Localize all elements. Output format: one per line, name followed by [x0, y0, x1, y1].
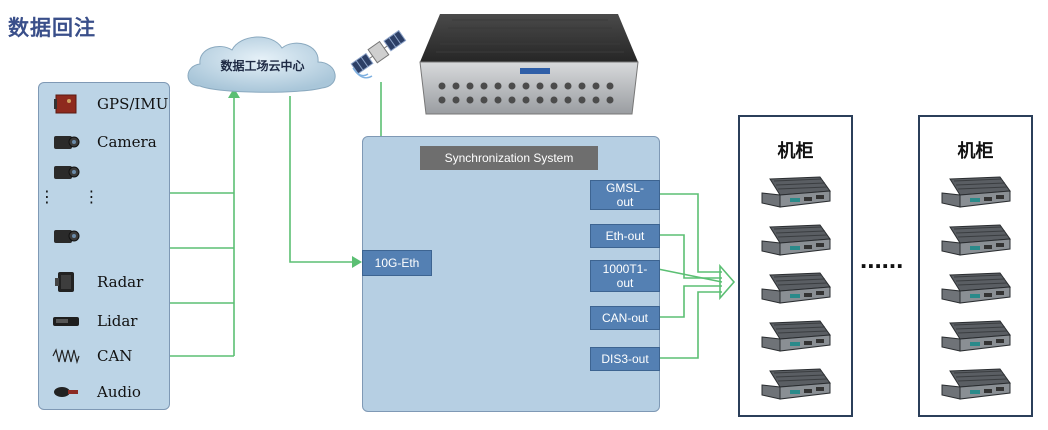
sensor-row-camera: Camera: [51, 129, 157, 155]
sensor-row-camera-n: [51, 223, 97, 249]
compute-unit-image: [760, 365, 832, 410]
sensor-label: Camera: [97, 133, 157, 151]
cabinet-label: 机柜: [777, 141, 814, 161]
page-title: 数据回注: [8, 17, 96, 40]
compute-unit-image: [940, 269, 1012, 314]
output-port-dis3: DIS3-out: [590, 347, 660, 371]
compute-unit-image: [760, 173, 832, 218]
sensor-label: Lidar: [97, 312, 138, 330]
cabinet-2: 机柜: [918, 115, 1033, 417]
output-port-can: CAN-out: [590, 306, 660, 330]
synchronization-system-box: Synchronization System: [420, 146, 598, 170]
cloud-label: 数据工场云中心: [220, 59, 305, 73]
compute-unit-image: [760, 269, 832, 314]
sensor-panel: GPS/IMU Camera ⋮ ⋮ Radar Lidar CAN: [38, 82, 170, 410]
output-port-eth: Eth-out: [590, 224, 660, 248]
satellite-icon: [350, 29, 407, 79]
cabinet-ellipsis: ......: [860, 244, 904, 274]
output-port-1000t1: 1000T1- out: [590, 260, 660, 292]
input-port-10g-eth: 10G-Eth: [362, 250, 432, 276]
sensor-row-radar: Radar: [51, 269, 143, 295]
injection-device-image: [419, 14, 639, 115]
microphone-icon: [51, 381, 81, 403]
cabinet-1: 机柜: [738, 115, 853, 417]
can-waveform-icon: [51, 345, 81, 367]
compute-unit-image: [760, 221, 832, 266]
radar-icon: [51, 271, 81, 293]
sensor-row-gps-imu: GPS/IMU: [51, 91, 168, 117]
camera-icon: [51, 161, 81, 183]
sensor-ellipsis: ⋮ ⋮: [39, 189, 112, 206]
sensor-row-can: CAN: [51, 343, 132, 369]
sensor-row-camera-2: [51, 159, 97, 185]
output-port-gmsl: GMSL- out: [590, 180, 660, 210]
camera-icon: [51, 131, 81, 153]
gps-imu-icon: [51, 93, 81, 115]
sensor-label: GPS/IMU: [97, 95, 169, 113]
compute-unit-image: [940, 317, 1012, 362]
compute-unit-image: [940, 173, 1012, 218]
sensor-row-audio: Audio: [51, 379, 141, 405]
compute-unit-image: [940, 365, 1012, 410]
lidar-icon: [51, 310, 81, 332]
sensor-label: CAN: [97, 347, 133, 365]
sensor-row-lidar: Lidar: [51, 308, 137, 334]
sensor-label: Audio: [97, 383, 141, 401]
sensor-label: Radar: [97, 273, 144, 291]
cloud-icon: [187, 36, 336, 93]
camera-icon: [51, 225, 81, 247]
compute-unit-image: [760, 317, 832, 362]
cabinet-label: 机柜: [957, 141, 994, 161]
compute-unit-image: [940, 221, 1012, 266]
